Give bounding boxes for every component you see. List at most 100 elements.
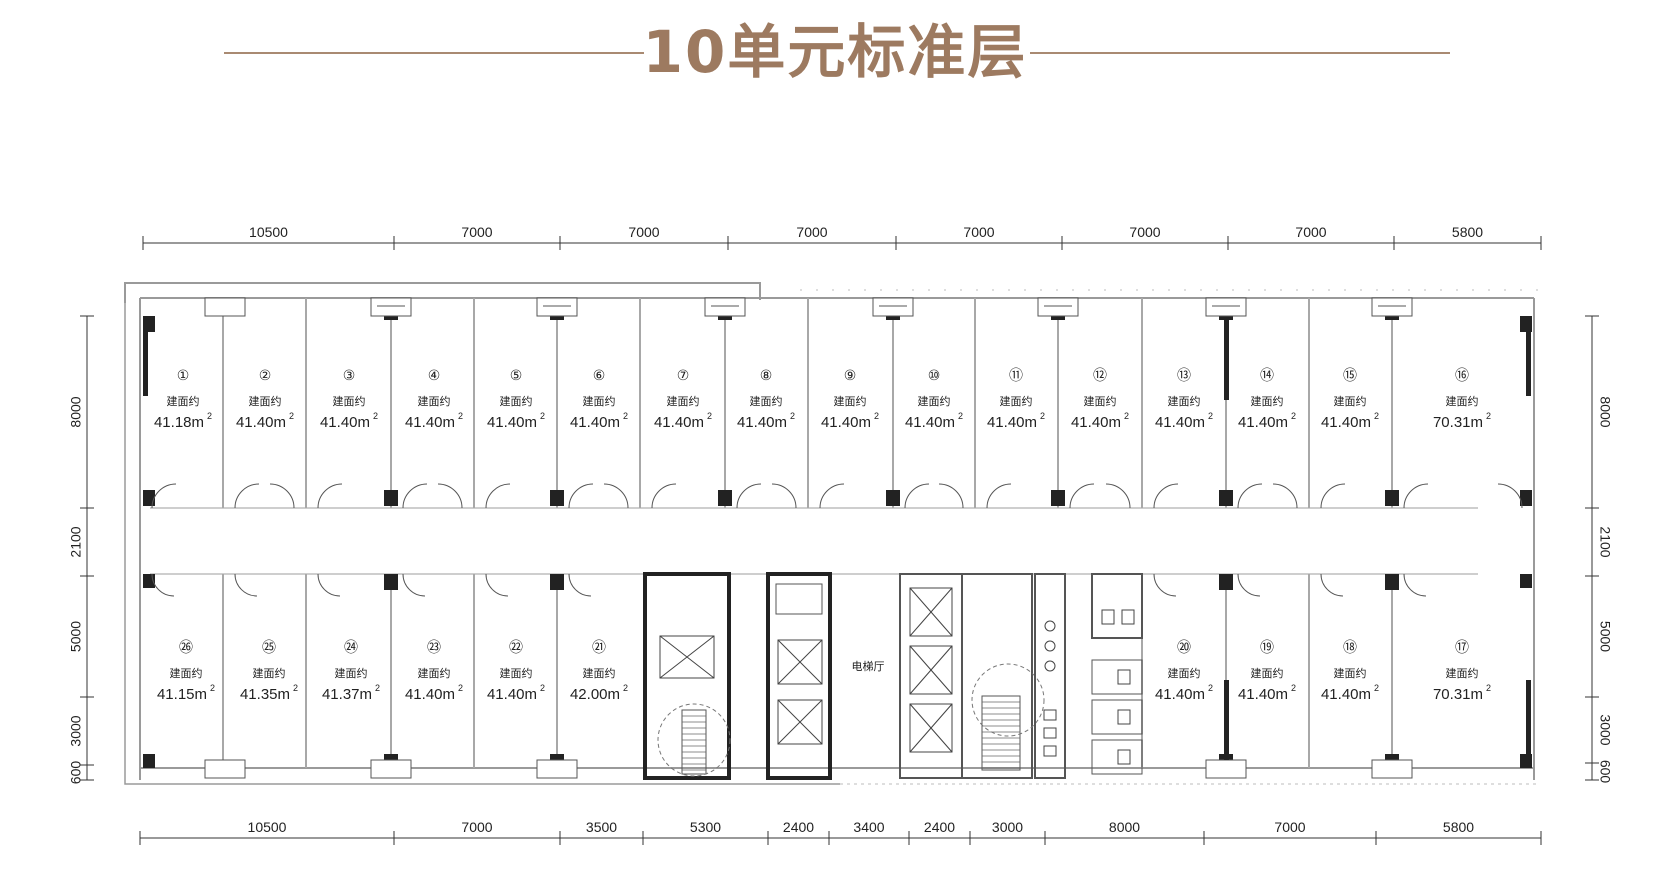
unit-south-area-label: 建面约 bbox=[1251, 666, 1284, 680]
dim-top-label: 7000 bbox=[628, 224, 659, 240]
unit-south-area-label: 建面约 bbox=[1334, 666, 1367, 680]
door-swing bbox=[234, 573, 258, 597]
door-swing bbox=[736, 483, 762, 509]
door-swing bbox=[1153, 483, 1179, 509]
unit-south-number: ⑲ bbox=[1260, 640, 1274, 656]
unit-north-area-label: 建面约 bbox=[1084, 394, 1117, 408]
unit-north-number: ⑪ bbox=[1009, 368, 1023, 384]
unit-south-area-label: 建面约 bbox=[418, 666, 451, 680]
dim-bottom-label: 8000 bbox=[1109, 819, 1140, 835]
unit-south-number: ㉔ bbox=[344, 640, 358, 656]
dim-left-label: 2100 bbox=[68, 526, 84, 557]
elevator-shaft bbox=[777, 639, 823, 685]
column bbox=[718, 490, 732, 506]
unit-north-area: 41.18m bbox=[154, 414, 204, 431]
unit-north-area-sup: 2 bbox=[458, 411, 463, 421]
unit-north-area-sup: 2 bbox=[1124, 411, 1129, 421]
unit-north-number: ③ bbox=[343, 368, 356, 384]
unit-north-number: ⑤ bbox=[510, 368, 523, 384]
ac-unit bbox=[1205, 759, 1247, 779]
door-swing bbox=[1069, 483, 1095, 509]
unit-north-area-label: 建面约 bbox=[834, 394, 867, 408]
dim-top-label: 10500 bbox=[249, 224, 288, 240]
unit-north-area-label: 建面约 bbox=[918, 394, 951, 408]
ac-unit bbox=[536, 297, 578, 317]
door-swing bbox=[317, 483, 343, 509]
unit-north-area-sup: 2 bbox=[874, 411, 879, 421]
toilet-stall bbox=[1091, 739, 1143, 775]
dim-top-label: 5800 bbox=[1452, 224, 1483, 240]
ac-unit bbox=[370, 759, 412, 779]
unit-south-number: ㉕ bbox=[262, 640, 276, 656]
unit-south-area-sup: 2 bbox=[540, 683, 545, 693]
elevator-bank-east bbox=[899, 573, 963, 779]
shear-wall bbox=[1526, 316, 1531, 396]
washroom-men bbox=[1034, 573, 1066, 779]
unit-north-area: 41.40m bbox=[737, 414, 787, 431]
dim-top-label: 7000 bbox=[1129, 224, 1160, 240]
toilet bbox=[1101, 609, 1115, 625]
unit-north-area: 41.40m bbox=[487, 414, 537, 431]
door-swings bbox=[151, 483, 1523, 597]
dim-left-label: 8000 bbox=[68, 396, 84, 427]
unit-south-area: 41.37m bbox=[322, 686, 372, 703]
unit-south-area-sup: 2 bbox=[458, 683, 463, 693]
unit-north-area-sup: 2 bbox=[1486, 411, 1491, 421]
unit-north-number: ④ bbox=[428, 368, 441, 384]
title-rule-left bbox=[224, 52, 644, 54]
unit-south-area-label: 建面约 bbox=[1446, 666, 1479, 680]
dim-bottom-label: 7000 bbox=[461, 819, 492, 835]
stair-turn bbox=[657, 703, 731, 777]
unit-north-area-label: 建面约 bbox=[667, 394, 700, 408]
column bbox=[384, 490, 398, 506]
ac-unit bbox=[872, 297, 914, 317]
door-swing bbox=[485, 573, 509, 597]
washroom-women bbox=[1091, 573, 1143, 639]
toilet bbox=[1117, 709, 1131, 725]
unit-north-area: 41.40m bbox=[654, 414, 704, 431]
stair-core-east bbox=[961, 573, 1033, 779]
ac-unit bbox=[204, 759, 246, 779]
unit-south-number: ㉑ bbox=[592, 640, 606, 656]
dim-right-label: 600 bbox=[1597, 760, 1613, 784]
dim-bottom-label: 3000 bbox=[992, 819, 1023, 835]
ac-unit bbox=[704, 297, 746, 317]
unit-north-area: 41.40m bbox=[987, 414, 1037, 431]
unit-south-area: 42.00m bbox=[570, 686, 620, 703]
unit-south-area-sup: 2 bbox=[1291, 683, 1296, 693]
unit-north-area-sup: 2 bbox=[207, 411, 212, 421]
unit-north-number: ⑦ bbox=[677, 368, 690, 384]
unit-south-area-sup: 2 bbox=[375, 683, 380, 693]
dim-right-label: 3000 bbox=[1597, 714, 1613, 745]
elevator-cross bbox=[659, 635, 715, 679]
elevator-core bbox=[766, 572, 832, 780]
unit-north-area-sup: 2 bbox=[1208, 411, 1213, 421]
door-swing bbox=[1272, 483, 1298, 509]
service-core bbox=[643, 572, 1143, 780]
dim-top-label: 7000 bbox=[963, 224, 994, 240]
title-banner: 10单元标准层 bbox=[0, 0, 1655, 110]
unit-south-area-sup: 2 bbox=[293, 683, 298, 693]
door-swing bbox=[485, 483, 511, 509]
ac-unit bbox=[1037, 297, 1079, 317]
unit-north-area-label: 建面约 bbox=[750, 394, 783, 408]
washbasin bbox=[1044, 660, 1056, 672]
unit-north-area-sup: 2 bbox=[958, 411, 963, 421]
door-swing bbox=[603, 483, 629, 509]
ac-unit bbox=[1371, 297, 1413, 317]
column bbox=[1219, 490, 1233, 506]
unit-north-area-label: 建面约 bbox=[418, 394, 451, 408]
stair-flight bbox=[681, 709, 707, 775]
elevator-cross bbox=[909, 703, 953, 753]
urinal bbox=[1043, 745, 1057, 757]
column bbox=[384, 574, 398, 590]
dim-bottom-label: 10500 bbox=[248, 819, 287, 835]
door-swing bbox=[151, 573, 175, 597]
dim-bottom-label: 7000 bbox=[1274, 819, 1305, 835]
door-swing bbox=[437, 483, 463, 509]
unit-south-area-sup: 2 bbox=[1374, 683, 1379, 693]
dim-right-label: 5000 bbox=[1597, 621, 1613, 652]
column bbox=[1520, 574, 1532, 588]
shear-wall bbox=[1224, 320, 1229, 400]
door-swing bbox=[819, 483, 845, 509]
